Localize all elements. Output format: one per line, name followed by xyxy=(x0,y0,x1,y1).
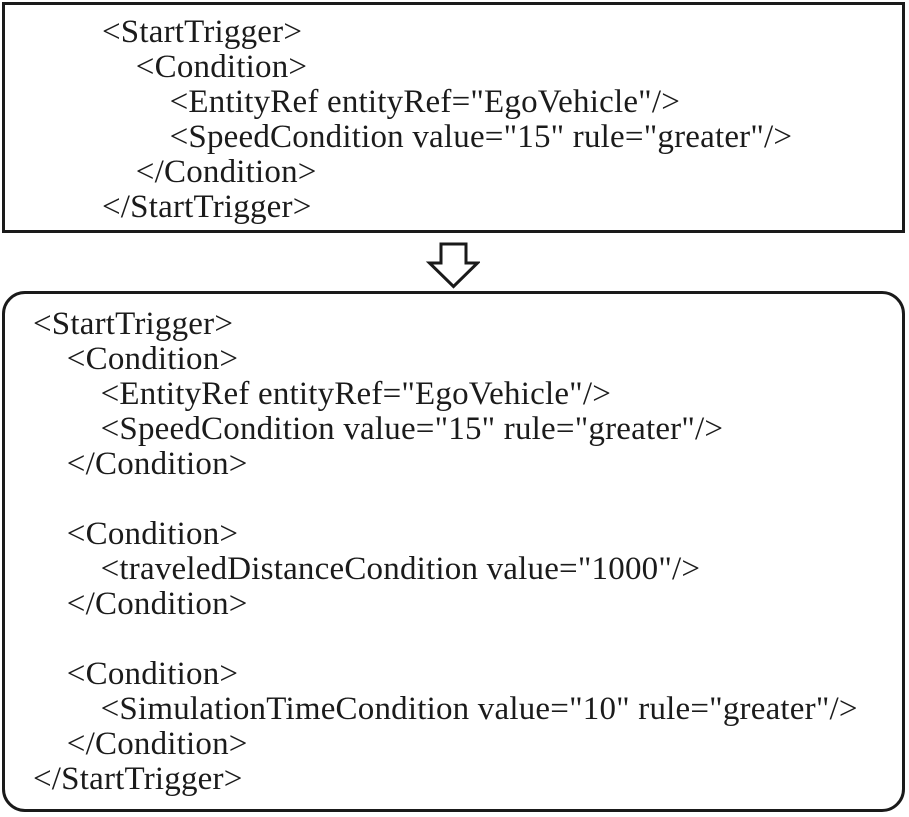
down-arrow-icon xyxy=(425,242,480,289)
before-code-box: <StartTrigger> <Condition> <EntityRef en… xyxy=(2,2,905,233)
after-xml-code: <StartTrigger> <Condition> <EntityRef en… xyxy=(33,306,858,797)
before-xml-code: <StartTrigger> <Condition> <EntityRef en… xyxy=(102,14,793,225)
after-code-box: <StartTrigger> <Condition> <EntityRef en… xyxy=(2,291,905,812)
